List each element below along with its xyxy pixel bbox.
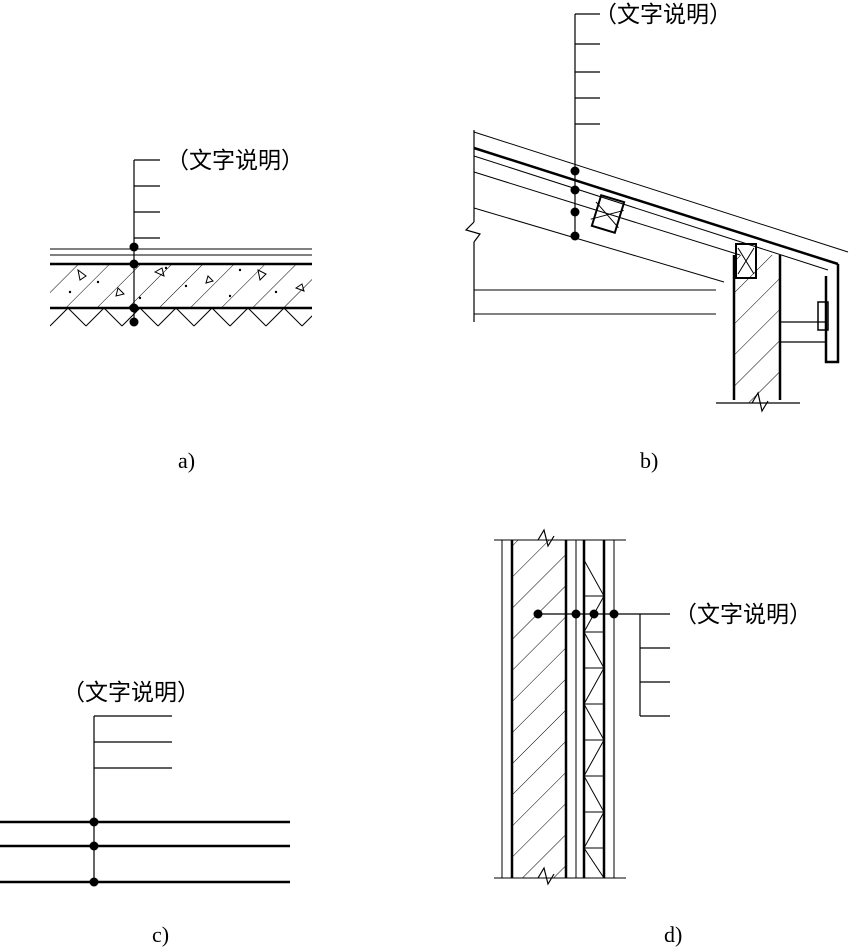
figure-c: （文字说明） c) [0, 680, 290, 947]
caption-a: a) [178, 448, 195, 473]
figure-a: （文字说明） a) [50, 148, 312, 473]
concrete-aggregate [68, 266, 305, 300]
figure-b: （文字说明） b) [464, 2, 849, 473]
floor-section-layers [50, 248, 312, 327]
layer-lines [0, 820, 290, 884]
leader-c [89, 715, 172, 887]
label-d: （文字说明） [674, 602, 812, 628]
earth-ground [50, 307, 312, 327]
leader-d [533, 609, 670, 717]
leader-a [129, 159, 160, 327]
caption-d: d) [664, 922, 682, 947]
roof-slab-layers [464, 130, 849, 364]
caption-b: b) [640, 448, 658, 473]
wall-layers [494, 528, 626, 886]
brick-wall [716, 243, 829, 413]
caption-c: c) [152, 922, 169, 947]
figure-d: （文字说明） d) [494, 528, 812, 947]
insulation-zigzag [584, 559, 604, 878]
leader-b [570, 13, 600, 241]
label-a: （文字说明） [166, 148, 304, 174]
label-c: （文字说明） [62, 680, 200, 706]
label-b: （文字说明） [594, 2, 732, 28]
